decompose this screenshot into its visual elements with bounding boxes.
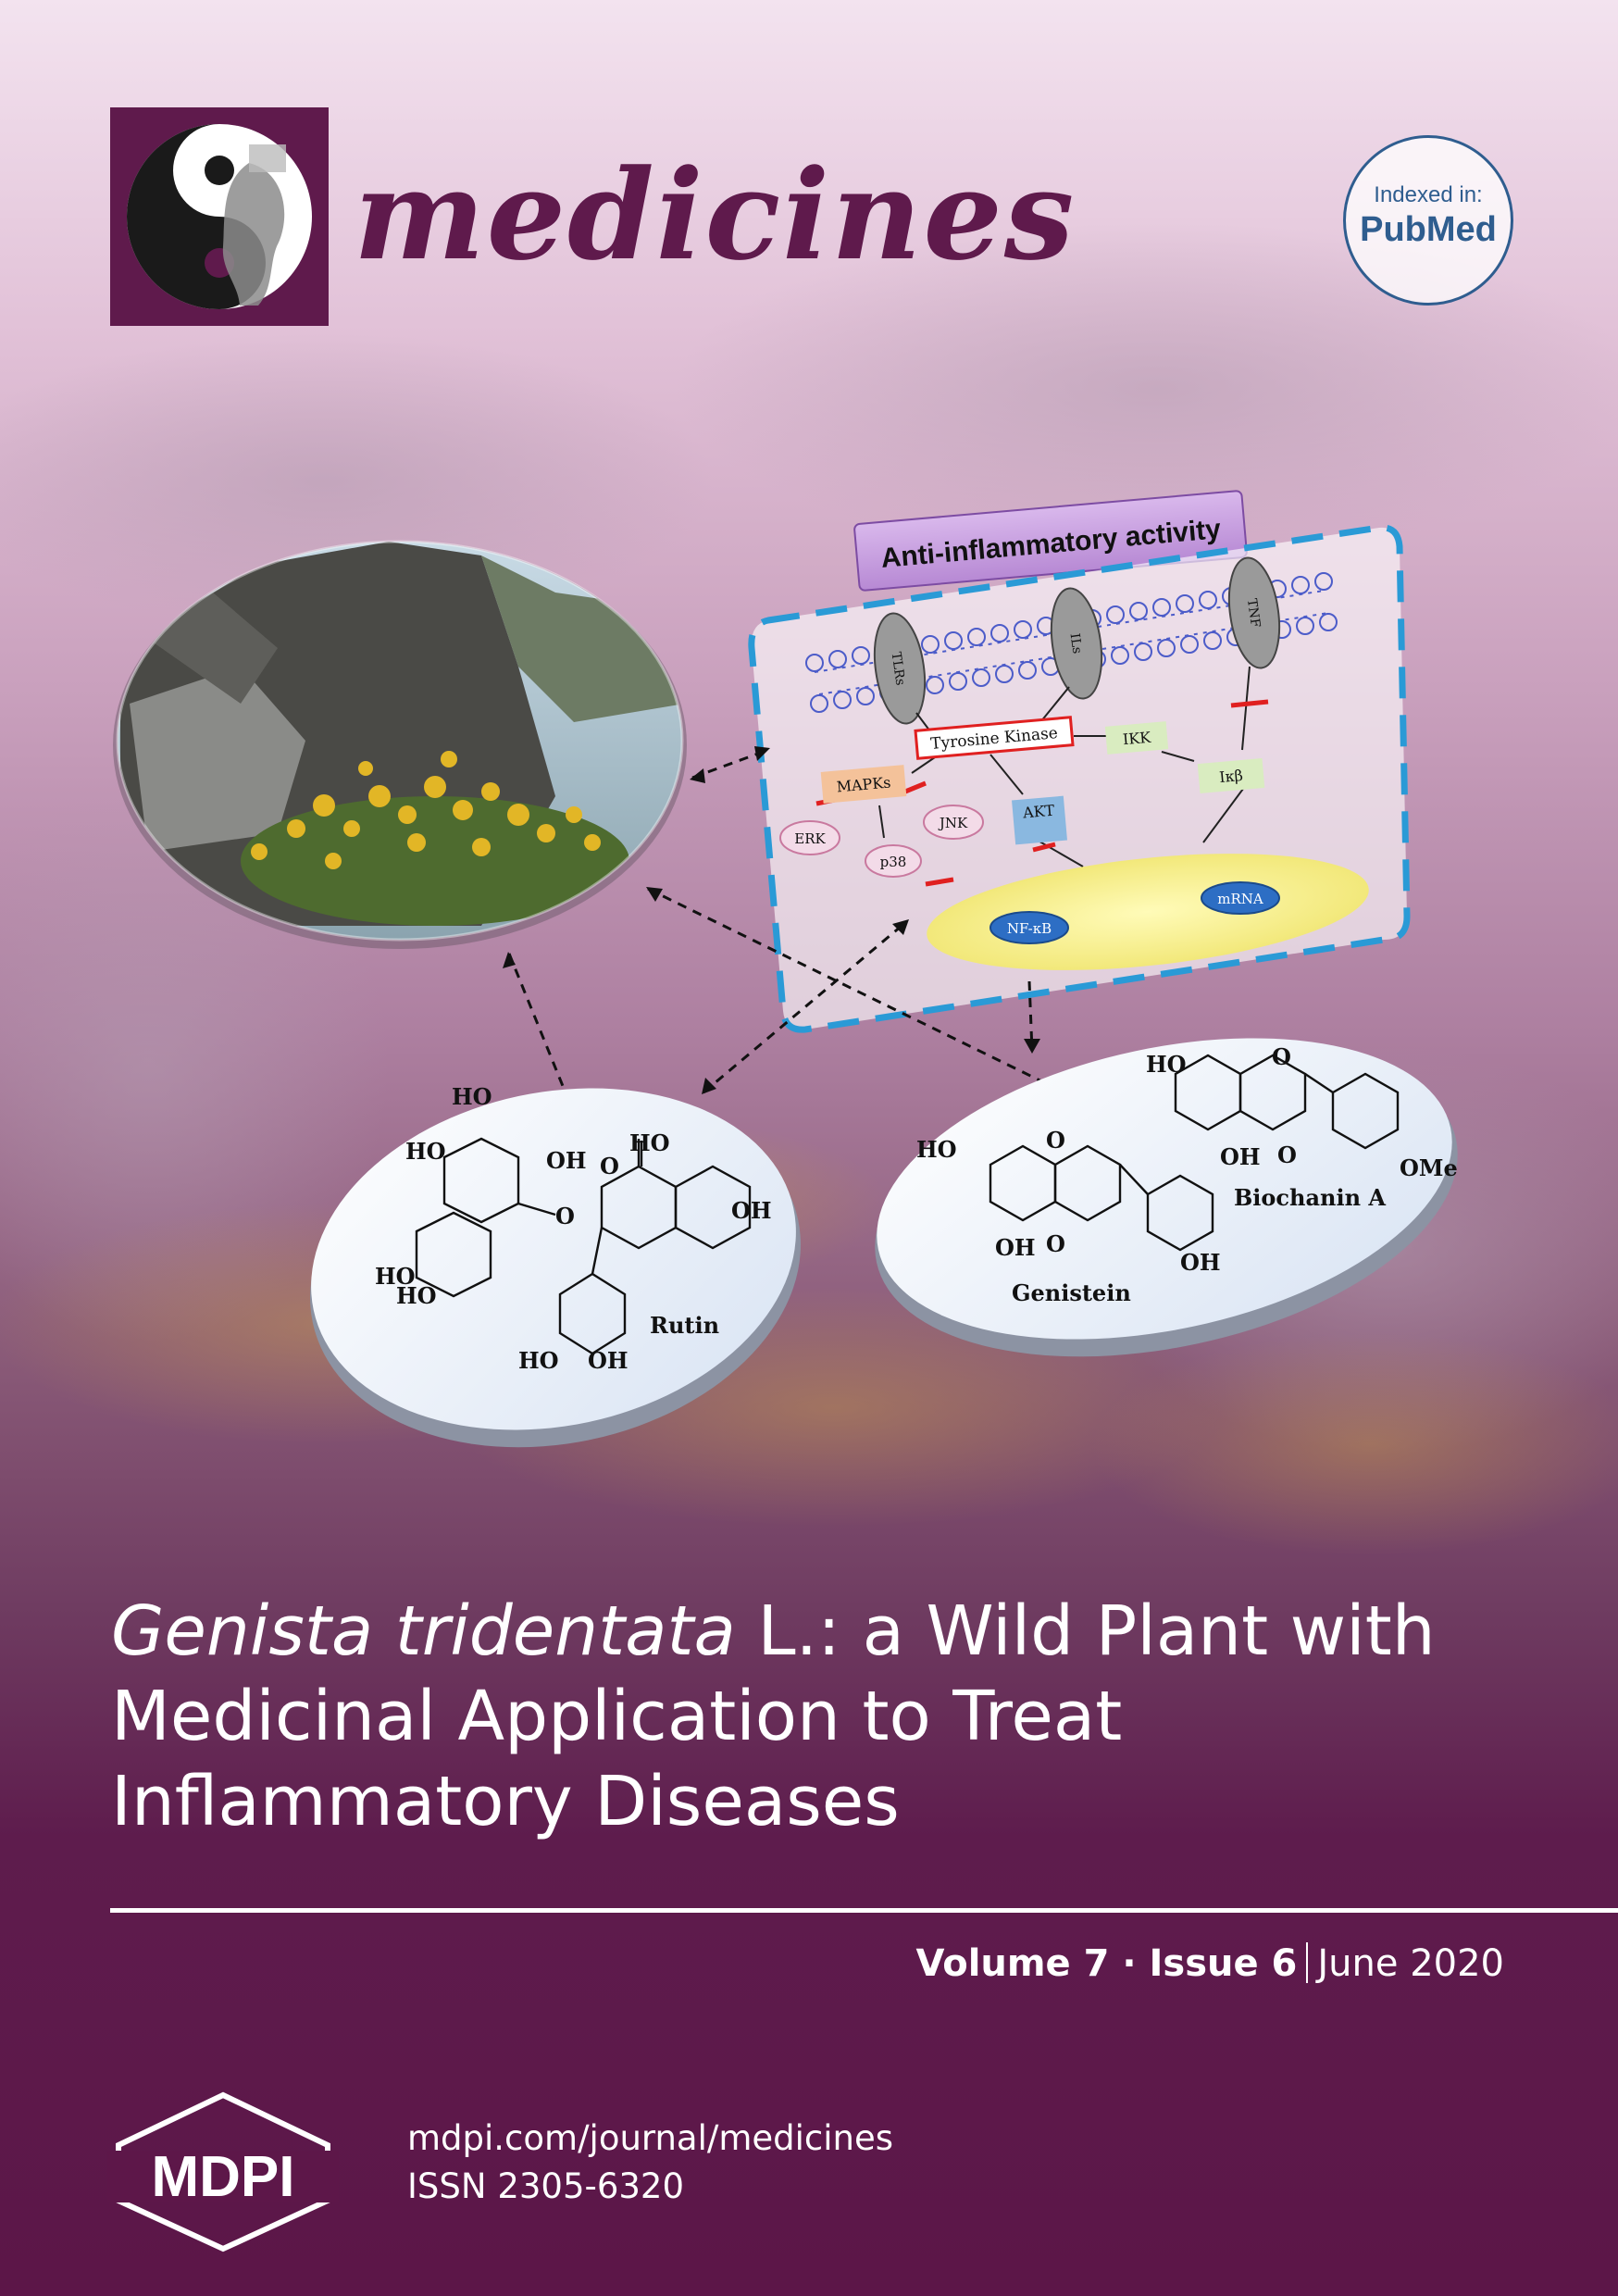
article-title-italic: Genista tridentata bbox=[111, 1591, 736, 1671]
genistein-structure bbox=[989, 1144, 1214, 1252]
rutin-disc: HO HO OH HO O OH O HO HO HO OH Rutin bbox=[310, 1083, 801, 1448]
svg-text:OH: OH bbox=[1220, 1143, 1261, 1170]
pubmed-label: PubMed bbox=[1360, 210, 1497, 249]
isoflavone-disc: HO O OH O OH Genistein HO O OH O OMe Bio… bbox=[875, 1038, 1458, 1357]
svg-text:OH: OH bbox=[995, 1234, 1036, 1261]
node-erk: ERK bbox=[779, 820, 840, 855]
svg-text:AKT: AKT bbox=[1021, 802, 1055, 822]
svg-text:O: O bbox=[1277, 1142, 1297, 1168]
node-jnk: JNK bbox=[923, 805, 984, 840]
nucleus: NF-κB mRNA bbox=[927, 854, 1369, 970]
node-mapks: MAPKs bbox=[820, 765, 907, 804]
svg-text:OMe: OMe bbox=[1400, 1154, 1458, 1181]
node-ikk: IKK bbox=[1104, 721, 1169, 755]
mdpi-hexagon-icon: MDPI bbox=[107, 2091, 339, 2252]
svg-text:OH: OH bbox=[588, 1347, 629, 1374]
svg-text:HO: HO bbox=[916, 1136, 957, 1163]
svg-text:TNF: TNF bbox=[1244, 598, 1263, 630]
node-ikb: Iκβ bbox=[1197, 758, 1265, 793]
svg-text:TLRs: TLRs bbox=[889, 651, 908, 686]
svg-text:O: O bbox=[600, 1153, 619, 1179]
cover-figure: Anti-inflammatory activity TLRs ILs bbox=[113, 490, 1458, 1448]
node-mrna: mRNA bbox=[1217, 891, 1263, 907]
svg-text:ERK: ERK bbox=[794, 830, 826, 847]
issn: ISSN 2305-6320 bbox=[407, 2166, 684, 2206]
plant-photo bbox=[113, 540, 687, 949]
article-title: Genista tridentata L.: a Wild Plant with… bbox=[111, 1589, 1500, 1844]
genistein-label: Genistein bbox=[1012, 1279, 1131, 1306]
svg-text:HO: HO bbox=[396, 1282, 437, 1309]
issue-label: Issue 6 bbox=[1149, 1942, 1298, 1985]
svg-text:O: O bbox=[1046, 1230, 1065, 1257]
receptor-ils: ILs bbox=[1050, 587, 1103, 700]
title-divider bbox=[110, 1908, 1618, 1913]
svg-text:HO: HO bbox=[452, 1083, 492, 1110]
svg-text:HO: HO bbox=[1146, 1051, 1187, 1078]
issue-dot: · bbox=[1109, 1942, 1150, 1985]
journal-title: medicines bbox=[354, 142, 1077, 288]
svg-text:HO: HO bbox=[405, 1138, 446, 1165]
biochanin-structure bbox=[1174, 1054, 1400, 1150]
svg-text:p38: p38 bbox=[880, 854, 907, 870]
biochanin-label: Biochanin A bbox=[1234, 1184, 1386, 1211]
svg-text:JNK: JNK bbox=[938, 815, 968, 831]
node-tyrosine-kinase: Tyrosine Kinase bbox=[914, 716, 1075, 760]
svg-text:HO: HO bbox=[518, 1347, 559, 1374]
receptor-tlrs: TLRs bbox=[873, 612, 927, 725]
node-akt: AKT bbox=[1012, 795, 1067, 845]
svg-text:OH: OH bbox=[546, 1147, 587, 1174]
svg-text:O: O bbox=[555, 1203, 575, 1229]
svg-text:O: O bbox=[1272, 1043, 1291, 1070]
volume-label: Volume 7 bbox=[915, 1942, 1110, 1985]
journal-url[interactable]: mdpi.com/journal/medicines bbox=[407, 2118, 894, 2158]
svg-text:OH: OH bbox=[1180, 1249, 1221, 1276]
node-p38: p38 bbox=[865, 844, 922, 878]
article-title-rest: L.: a Wild Plant with Medicinal Applicat… bbox=[111, 1591, 1436, 1841]
rutin-label: Rutin bbox=[650, 1312, 719, 1339]
svg-text:HO: HO bbox=[629, 1129, 670, 1156]
rutin-structure bbox=[415, 1137, 752, 1355]
svg-text:O: O bbox=[1046, 1127, 1065, 1154]
svg-text:ILs: ILs bbox=[1067, 632, 1085, 655]
issue-date: June 2020 bbox=[1317, 1942, 1504, 1985]
receptor-tnf: TNF bbox=[1227, 556, 1281, 669]
head-icon bbox=[127, 124, 312, 309]
svg-text:OH: OH bbox=[731, 1197, 772, 1224]
svg-text:HO: HO bbox=[375, 1263, 416, 1290]
issue-separator bbox=[1306, 1942, 1309, 1983]
mdpi-logo-text: MDPI bbox=[152, 2145, 295, 2209]
pubmed-badge[interactable]: Indexed in: PubMed bbox=[1343, 135, 1513, 306]
indexed-label: Indexed in: bbox=[1374, 182, 1483, 207]
issue-info: Volume 7 · Issue 6 June 2020 bbox=[915, 1942, 1504, 1985]
journal-logo bbox=[110, 107, 329, 326]
mdpi-logo[interactable]: MDPI bbox=[107, 2090, 339, 2252]
svg-text:IKK: IKK bbox=[1122, 729, 1152, 749]
svg-text:Iκβ: Iκβ bbox=[1218, 767, 1243, 786]
node-nfkb: NF-κB bbox=[1007, 920, 1052, 937]
